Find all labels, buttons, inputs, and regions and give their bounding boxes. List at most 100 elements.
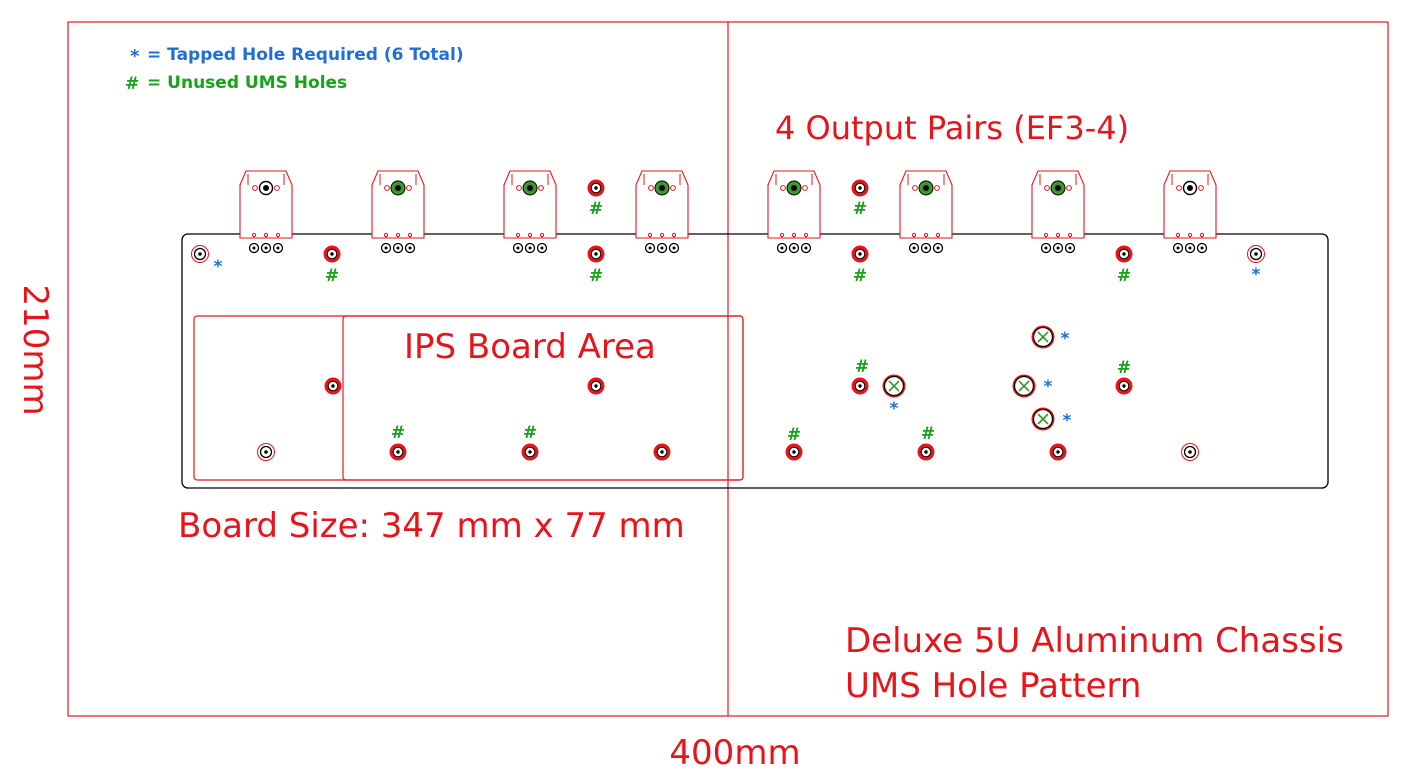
ums-hole [324, 377, 342, 395]
tapped-marker: * [1044, 377, 1053, 397]
transistor-lead-dot [1068, 246, 1072, 250]
ums-hole [851, 245, 869, 263]
ips-board-area-label: IPS Board Area [404, 327, 656, 367]
transistor-pin-mark [671, 232, 677, 238]
ums-hole-center [594, 384, 598, 388]
board-mounting-hole [1247, 245, 1265, 263]
ums-hole [587, 179, 605, 197]
transistor-pin-mark [527, 232, 533, 238]
unused-marker: # [589, 266, 603, 286]
unused-marker: # [787, 425, 801, 445]
transistor-lead-dot [1176, 246, 1180, 250]
transistor-pin-mark [1055, 232, 1061, 238]
transistor-small-hole [1198, 185, 1204, 191]
transistor-pin-mark [383, 232, 389, 238]
transistor-footprint [899, 170, 953, 254]
transistor-small-hole [538, 185, 544, 191]
tapped-hole [1012, 374, 1036, 398]
unused-marker: # [921, 424, 935, 444]
transistor-pin-mark [647, 232, 653, 238]
transistor-lead-dot [276, 246, 280, 250]
ums-hole-center [1122, 384, 1126, 388]
transistor-small-hole [648, 185, 654, 191]
transistor-pin-mark [935, 232, 941, 238]
output-transistors [239, 170, 1217, 254]
ums-hole-center [594, 252, 598, 256]
width-dimension: 400mm [669, 733, 800, 773]
ips-board-area [342, 315, 744, 481]
transistor-pin-mark [539, 232, 545, 238]
transistor-small-hole [516, 185, 522, 191]
unused-marker: # [391, 423, 405, 443]
transistor-mount-hole [395, 185, 401, 191]
transistor-pin-mark [275, 232, 281, 238]
unused-marker: # [853, 266, 867, 286]
board-hole-center [198, 252, 202, 256]
transistor-mount-hole [1187, 185, 1193, 191]
ums-hole [917, 443, 935, 461]
chassis-title-line1: Deluxe 5U Aluminum Chassis [845, 621, 1344, 661]
tapped-marker: * [890, 399, 899, 419]
transistor-lead-dot [396, 246, 400, 250]
ums-hole-center [331, 384, 335, 388]
transistor-small-hole [274, 185, 280, 191]
ums-hole-center [1056, 450, 1060, 454]
hole-markers: ############****** [214, 199, 1261, 445]
tapped-hole-cross [888, 380, 900, 392]
transistor-footprint [239, 170, 293, 254]
tapped-legend-text: = Tapped Hole Required (6 Total) [147, 45, 464, 65]
unused-marker: # [855, 357, 869, 377]
unused-marker: # [1117, 266, 1131, 286]
transistor-mount-hole [659, 185, 665, 191]
mounting-holes [191, 179, 1265, 461]
chassis-title-line2: UMS Hole Pattern [845, 666, 1141, 706]
transistor-lead-dot [408, 246, 412, 250]
transistor-mount-hole [923, 185, 929, 191]
tapped-hole-cross [1037, 331, 1049, 343]
transistor-small-hole [912, 185, 918, 191]
transistor-lead-dot [528, 246, 532, 250]
tapped-hole [1031, 407, 1055, 431]
board-hole-center [264, 450, 268, 454]
tapped-marker: * [1063, 411, 1072, 431]
ums-hole [653, 443, 671, 461]
ums-hole-center [396, 450, 400, 454]
unused-marker: # [1117, 358, 1131, 378]
tapped-legend-symbol: * [130, 46, 140, 67]
transistor-small-hole [406, 185, 412, 191]
ums-hole-center [858, 384, 862, 388]
legend: * = Tapped Hole Required (6 Total) # = U… [125, 45, 464, 94]
transistor-small-hole [1044, 185, 1050, 191]
ums-hole [587, 377, 605, 395]
ums-hole-center [330, 252, 334, 256]
unused-marker: # [523, 423, 537, 443]
transistor-pin-mark [407, 232, 413, 238]
tapped-hole-cross [1037, 413, 1049, 425]
ums-hole-center [924, 450, 928, 454]
transistor-small-hole [384, 185, 390, 191]
ums-hole [521, 443, 539, 461]
transistor-footprint [1031, 170, 1085, 254]
ums-hole [785, 443, 803, 461]
transistor-lead-dot [1056, 246, 1060, 250]
ums-hole-center [594, 186, 598, 190]
transistor-small-hole [934, 185, 940, 191]
ums-hole-center [1122, 252, 1126, 256]
tapped-marker: * [214, 257, 223, 277]
transistor-lead-dot [540, 246, 544, 250]
output-pairs-label: 4 Output Pairs (EF3-4) [775, 109, 1129, 147]
transistor-lead-dot [672, 246, 676, 250]
board-outline [181, 233, 1329, 489]
transistor-mount-hole [527, 185, 533, 191]
board-hole-center [1254, 252, 1258, 256]
transistor-lead-dot [516, 246, 520, 250]
transistor-pin-mark [911, 232, 917, 238]
transistor-pin-mark [251, 232, 257, 238]
transistor-small-hole [1176, 185, 1182, 191]
board-mounting-hole [1181, 443, 1199, 461]
transistor-lead-dot [792, 246, 796, 250]
tapped-hole [1031, 325, 1055, 349]
transistor-pin-mark [803, 232, 809, 238]
unused-legend-symbol: # [125, 74, 139, 94]
